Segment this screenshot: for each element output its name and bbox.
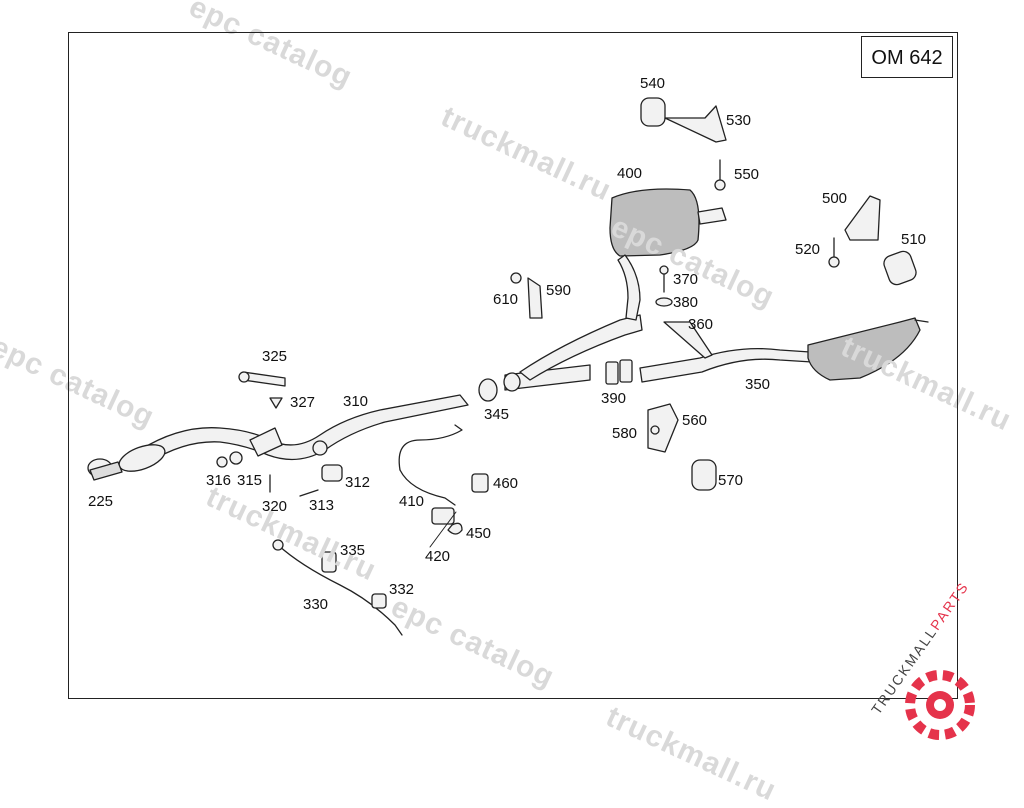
callout-315: 315	[237, 472, 263, 489]
callout-540: 540	[640, 75, 666, 92]
nut-580	[650, 425, 660, 435]
truckmall-logo	[905, 670, 975, 740]
clip-460	[471, 473, 489, 493]
callout-400: 400	[617, 165, 643, 182]
sensor-cable-330	[277, 544, 403, 636]
diagram-frame	[68, 32, 958, 699]
rear-muffler-350	[807, 317, 921, 381]
callout-320: 320	[262, 498, 288, 515]
engine-code: OM 642	[861, 36, 953, 78]
bracket-530	[664, 105, 727, 143]
callout-550: 550	[734, 166, 760, 183]
gear-icon	[905, 670, 975, 740]
clip-332	[371, 593, 387, 609]
clip-450	[447, 522, 463, 535]
front-pipe-310	[139, 394, 469, 463]
diagram-artwork	[87, 97, 929, 636]
callout-390: 390	[601, 390, 627, 407]
callout-370: 370	[673, 271, 699, 288]
callout-313: 313	[309, 497, 335, 514]
clip-335	[321, 551, 337, 573]
callout-510: 510	[901, 231, 927, 248]
callout-420: 420	[425, 548, 451, 565]
washer-380	[655, 297, 673, 307]
callout-380: 380	[673, 294, 699, 311]
callout-310: 310	[343, 393, 369, 410]
bracket-500	[844, 195, 881, 241]
mount-312	[321, 464, 343, 482]
nut-610	[510, 272, 522, 284]
callout-520: 520	[795, 241, 821, 258]
mount-390b	[619, 359, 633, 383]
bracket-590	[527, 277, 543, 319]
callout-500: 500	[822, 190, 848, 207]
callout-610: 610	[493, 291, 519, 308]
nut-316	[216, 456, 228, 468]
callout-330: 330	[303, 596, 329, 613]
mount-390a	[605, 361, 619, 385]
callout-327: 327	[290, 394, 316, 411]
sensor-cable-410	[398, 424, 463, 471]
callout-316: 316	[206, 472, 232, 489]
callout-570: 570	[718, 472, 744, 489]
callout-325: 325	[262, 348, 288, 365]
callout-225: 225	[88, 493, 114, 510]
callout-345: 345	[484, 406, 510, 423]
callout-450: 450	[466, 525, 492, 542]
bolt-313	[299, 489, 319, 497]
clip-327	[269, 397, 283, 409]
callout-350: 350	[745, 376, 771, 393]
callout-560: 560	[682, 412, 708, 429]
callout-332: 332	[389, 581, 415, 598]
bracket-560	[647, 403, 679, 453]
callout-580: 580	[612, 425, 638, 442]
callout-312: 312	[345, 474, 371, 491]
callout-360: 360	[688, 316, 714, 333]
callout-530: 530	[726, 112, 752, 129]
mount-570	[691, 459, 717, 491]
sensor-clip-420	[431, 507, 455, 525]
mount-510	[883, 250, 917, 286]
clamp-345	[478, 378, 498, 402]
center-muffler-400	[609, 188, 700, 257]
callout-335: 335	[340, 542, 366, 559]
callout-410: 410	[399, 493, 425, 510]
callout-460: 460	[493, 475, 519, 492]
mount-540	[640, 97, 666, 127]
bracket-315	[249, 427, 283, 457]
callout-590: 590	[546, 282, 572, 299]
bracket-360	[663, 321, 713, 359]
